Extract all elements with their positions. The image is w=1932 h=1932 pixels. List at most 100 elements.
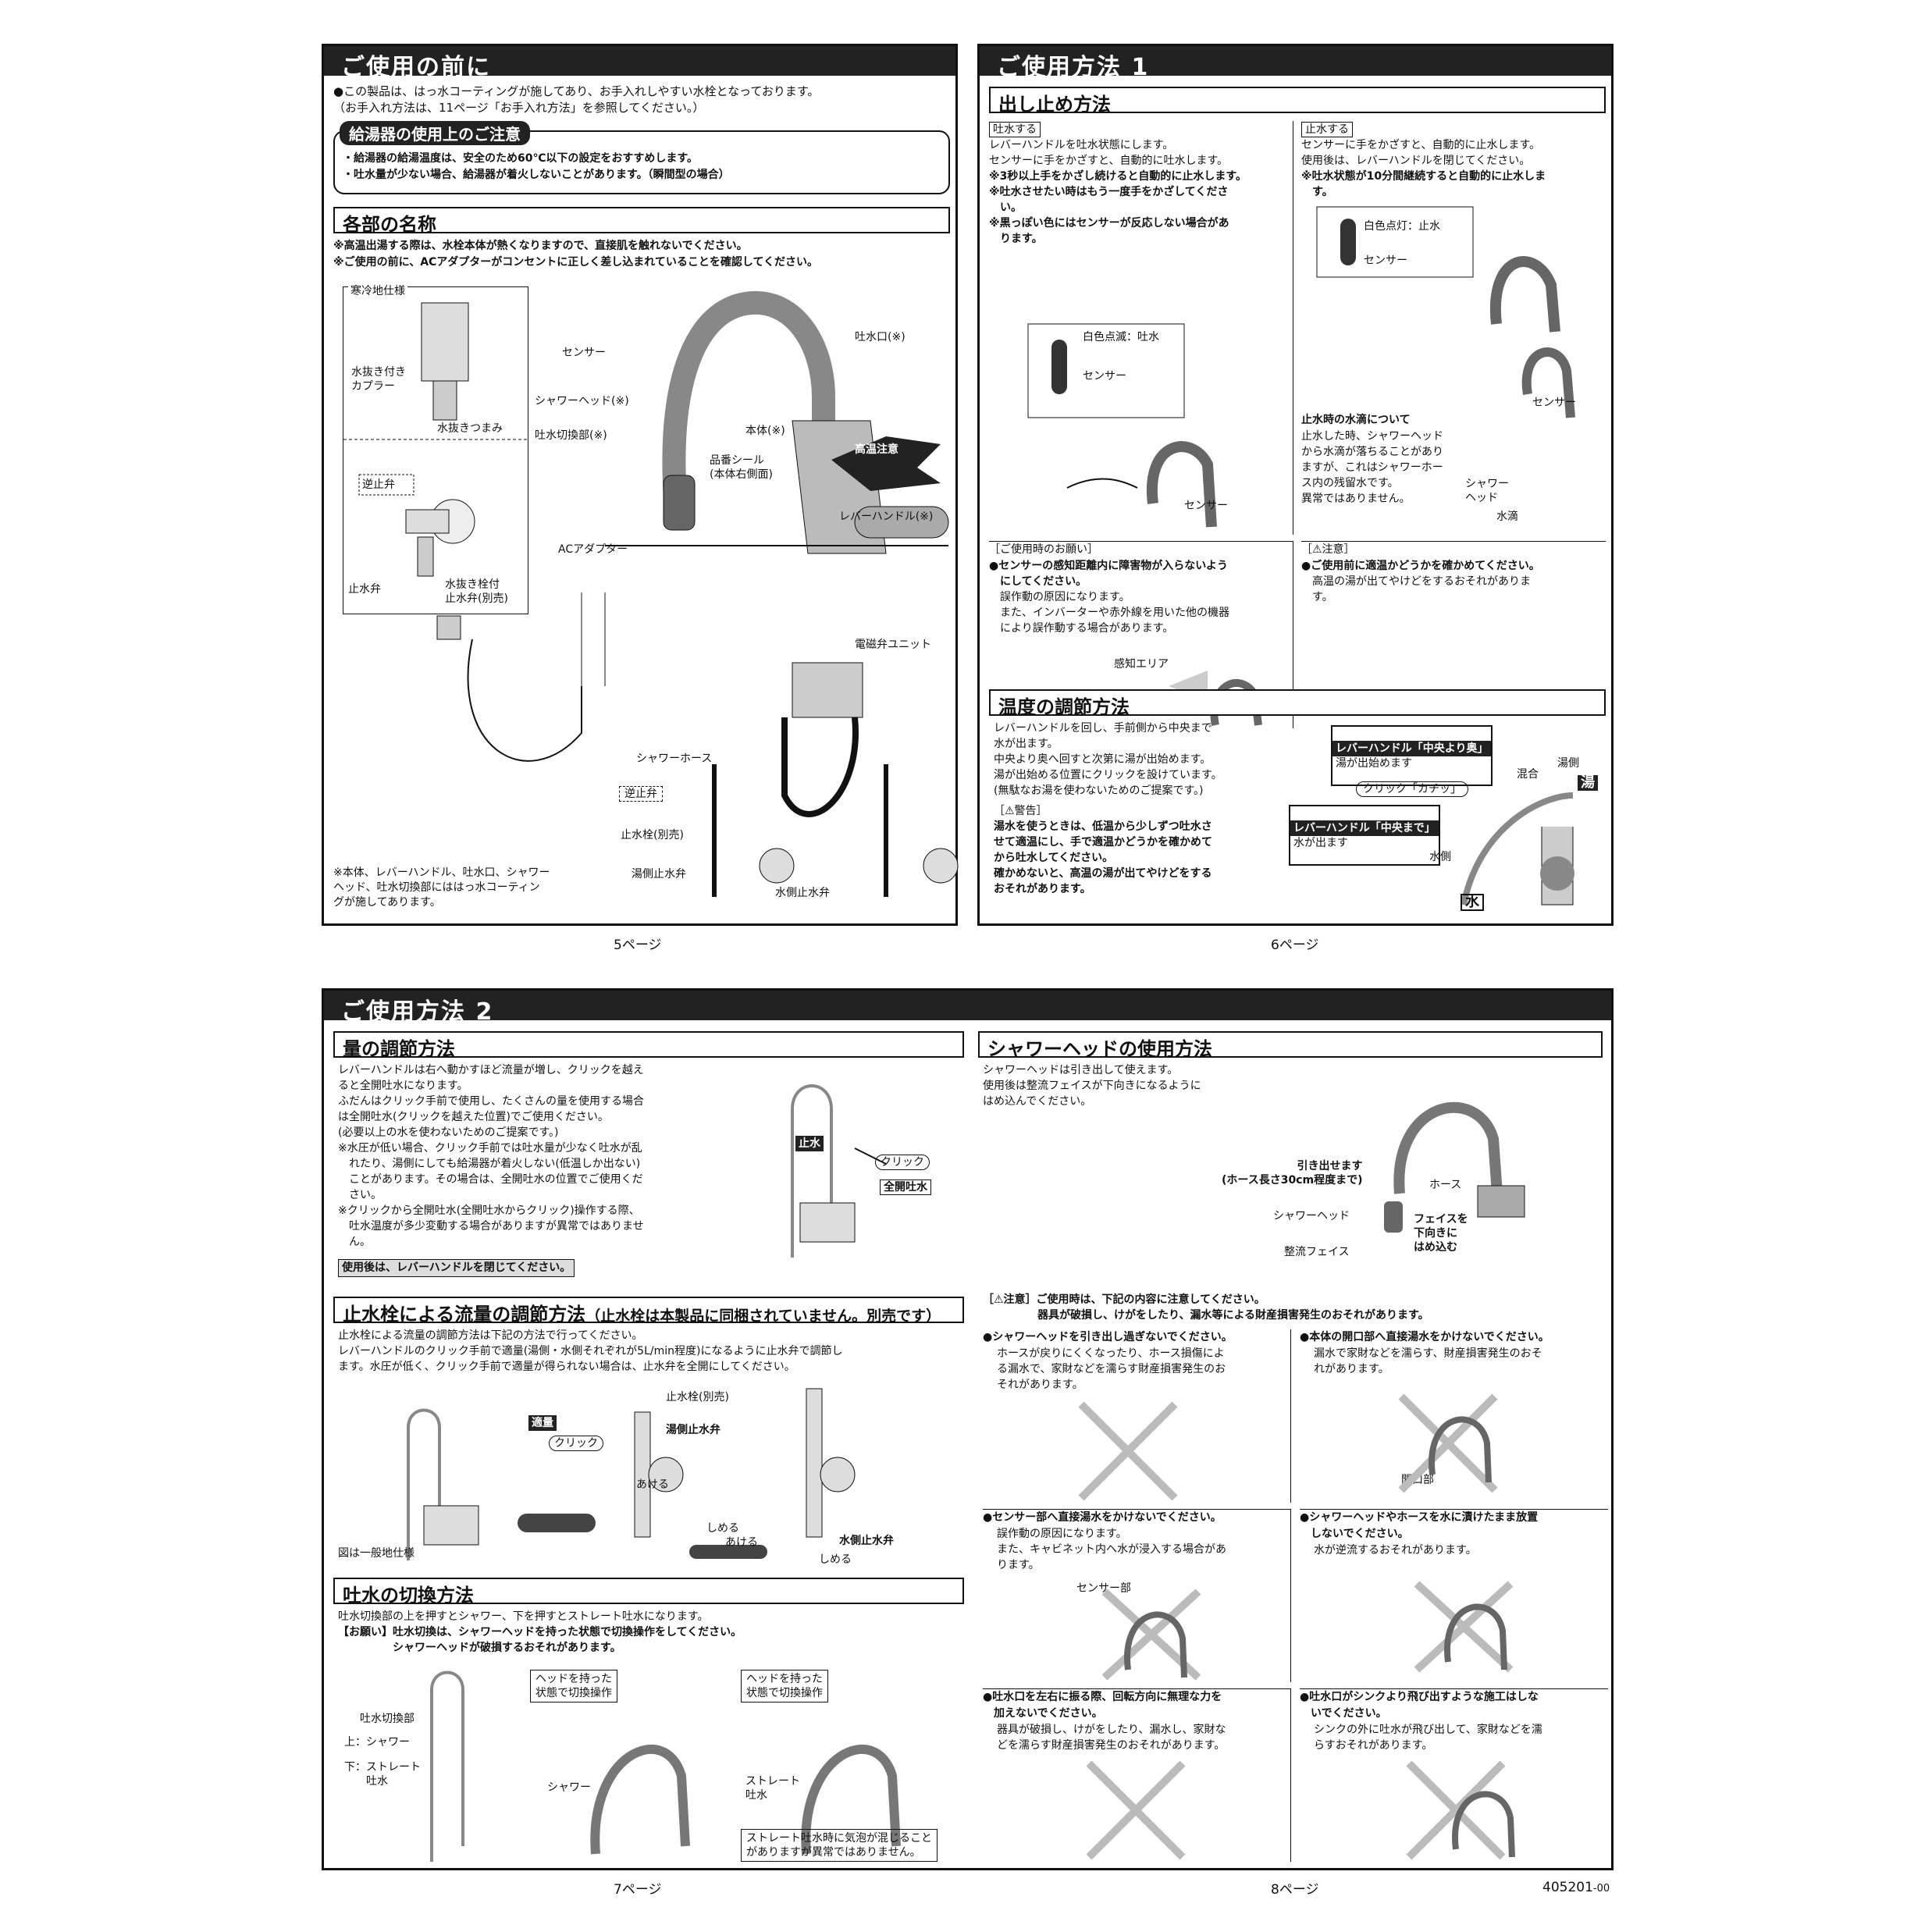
switch-title: 吐水の切換方法 <box>333 1578 964 1604</box>
drip-text: 止水した時、シャワーヘッド から水滴が落ちることがあり ますが、これはシャワーホ… <box>1301 430 1443 505</box>
stop-tag: 止水する <box>1301 122 1353 137</box>
caution-drawings <box>1078 1393 1515 1860</box>
caution-6-bold: ●吐水口がシンクより飛び出すような施工はしな いでください。 <box>1300 1691 1539 1720</box>
drain-stop-valve-label: 水抜き栓付 止水弁(別売) <box>445 578 508 605</box>
switch-text: 吐水切換部の上を押すとシャワー、下を押すとストレート吐水になります。 <box>338 1610 709 1623</box>
stopcock-label: 止水栓(別売) <box>621 829 684 841</box>
page6-panel: ご使用方法 1 出し止め方法 吐水する レバーハンドルを吐水状態にします。 セン… <box>977 44 1614 926</box>
cold-valve-label: 水側止水弁 <box>775 887 830 899</box>
caution-item-3: ●センサー部へ直接湯水をかけないでください。 誤作動の原因になります。 また、キ… <box>983 1509 1291 1682</box>
check-valve-label: 逆止弁 <box>362 479 395 491</box>
sensor-label: センサー <box>562 347 606 359</box>
back-box: レバーハンドル「中央より奥」 湯が出始めます <box>1331 725 1493 786</box>
caution-box: ［⚠注意］ ●ご使用前に適温かどうかを確かめてください。 高温の湯が出てやけどを… <box>1301 541 1606 728</box>
stop-label: 止水 <box>795 1136 824 1151</box>
caution-5-bold: ●吐水口を左右に振る際、回転方向に無理な力を 加えないでください。 <box>983 1691 1222 1720</box>
body-label: 本体(※) <box>745 425 785 437</box>
fit-label: フェイスを 下向きに はめ込む <box>1414 1213 1468 1254</box>
shower-mode-label: シャワー <box>547 1781 591 1794</box>
seal-label: 品番シール (本体右側面) <box>710 454 773 481</box>
switch-drawing <box>430 1670 901 1862</box>
hot-caution-label: 高温注意 <box>855 443 898 456</box>
caution-6-text: シンクの外に吐水が飛び出して、家財などを濡 らすおそれがあります。 <box>1314 1724 1542 1752</box>
onoff-title: 出し止め方法 <box>989 87 1606 113</box>
sensor-label-b: センサー <box>1184 500 1228 512</box>
drip-drop-label: 水滴 <box>1496 511 1518 523</box>
hot-label: 湯 <box>1578 775 1598 791</box>
back-box-sub: 湯が出始めます <box>1336 757 1412 770</box>
doc-code: 405201-00 <box>1542 1880 1610 1895</box>
dispense-column: 吐水する レバーハンドルを吐水状態にします。 センサーに手をかざすと、自動的に吐… <box>989 121 1293 535</box>
drip-head-label: シャワー ヘッド <box>1465 478 1509 504</box>
request-box: ［ご使用時のお願い］ ●センサーの感知距離内に障害物が入らないよう にしてくださ… <box>989 541 1293 728</box>
caution-3-text: 誤作動の原因になります。 また、キャビネット内へ水が浸入する場合があ ります。 <box>997 1528 1226 1571</box>
dispense-drawing <box>1027 323 1217 528</box>
lever-label: レバーハンドル(※) <box>839 511 934 523</box>
shower-head-text: シャワーヘッドは引き出して使えます。 使用後は整流フェイスが下向きになるように … <box>983 1064 1201 1108</box>
cold-label: 寒冷地仕様 <box>348 284 407 298</box>
sensor-label-d: センサー <box>1532 397 1576 409</box>
coating-note: ※本体、レバーハンドル、吐水口、シャワー ヘッド、吐水切換部にははっ水コーティン… <box>333 866 550 909</box>
caution-2-bold: ●本体の開口部へ直接湯水をかけないでください。 <box>1300 1331 1550 1343</box>
lit-label: 白色点灯：止水 <box>1364 220 1440 233</box>
caution-item-1: ●シャワーヘッドを引き出し過ぎないでください。 ホースが戻りにくくなったり、ホー… <box>983 1329 1291 1503</box>
page6-header: ご使用方法 1 <box>980 46 1611 76</box>
switch-down-label: 下：ストレート 吐水 <box>344 1761 421 1788</box>
hot-valve-label: 湯側止水弁 <box>632 868 686 881</box>
sensor-label-a: センサー <box>1083 370 1126 382</box>
page5-header: ご使用の前に <box>324 46 955 76</box>
temp-text: レバーハンドルを回し、手前側から中央まで 水が出ます。 中央より奥へ回すと次第に… <box>994 722 1222 797</box>
coupler-drawing <box>343 302 529 577</box>
faucet-system-drawing <box>436 290 959 897</box>
dispense-bold: ※3秒以上手をかざし続けると自動的に止水します。 ※吐水させたい時はもう一度手を… <box>989 170 1247 245</box>
caution-item-6: ●吐水口がシンクより飛び出すような施工はしな いでください。 シンクの外に吐水が… <box>1300 1688 1608 1862</box>
parts-title: 各部の名称 <box>333 207 950 233</box>
volume-after: 使用後は、レバーハンドルを閉じてください。 <box>338 1259 575 1277</box>
cold-region-figure: 寒冷地仕様 水抜き付き カプラー 水抜きつまみ 逆止弁 止水弁 水抜き栓付 止水… <box>343 284 529 614</box>
pull-label: 引き出せます (ホース長さ30cm程度まで) <box>1222 1160 1363 1187</box>
flow-stopcock-label: 止水栓(別売) <box>666 1391 729 1404</box>
flow-drawing <box>407 1388 856 1560</box>
caution-item-2: ●本体の開口部へ直接湯水をかけないでください。 漏水で家財などを濡らす、財産損害… <box>1300 1329 1608 1503</box>
open1-label: あける <box>636 1478 669 1491</box>
page7-number: 7ページ <box>614 1882 662 1898</box>
heater-box: 給湯器の使用上のご注意 ・給湯器の給湯温度は、安全のため60℃以下の設定をおすす… <box>333 121 950 194</box>
close1-label: しめる <box>706 1522 739 1535</box>
heater-title: 給湯器の使用上のご注意 <box>340 121 530 145</box>
flow-title: 止水栓による流量の調節方法（止水栓は本製品に同梱されていません。別売です） <box>333 1297 964 1323</box>
caution-1-text: ホースが戻りにくくなったり、ホース損傷によ る漏水で、家財などを濡らす財産損害発… <box>997 1347 1226 1391</box>
stop-bold: ※吐水状態が10分間継続すると自動的に止水しま す。 <box>1301 170 1546 198</box>
full-label: 全開吐水 <box>880 1179 931 1195</box>
blink-label: 白色点滅：吐水 <box>1083 331 1159 343</box>
flow-cold-valve-label: 水側止水弁 <box>839 1535 894 1547</box>
hose-label: ホース <box>1429 1179 1462 1191</box>
page8-number: 8ページ <box>1271 1882 1319 1898</box>
caution-bold: ●ご使用前に適温かどうかを確かめてください。 <box>1301 560 1540 572</box>
caution-1-bold: ●シャワーヘッドを引き出し過ぎないでください。 <box>983 1331 1233 1343</box>
bubble-note: ストレート吐水時に気泡が混じること がありますが異常ではありません。 <box>741 1829 938 1862</box>
flow-text: 止水栓による流量の調節方法は下記の方法で行ってください。 レバーハンドルのクリッ… <box>338 1329 843 1373</box>
mix-label: 混合 <box>1517 768 1539 781</box>
proper-label: 適量 <box>528 1415 557 1431</box>
check-valve2-label: 逆止弁 <box>619 786 663 802</box>
caution-title: ［⚠注意］ <box>1301 543 1355 556</box>
click2-label: クリック <box>549 1436 603 1451</box>
volume-title: 量の調節方法 <box>333 1031 964 1058</box>
flow-hot-valve-label: 湯側止水弁 <box>666 1424 720 1436</box>
caution-2-text: 漏水で家財などを濡らす、財産損害発生のおそ れがあります。 <box>1314 1347 1542 1375</box>
head-label: シャワーヘッド <box>1273 1210 1350 1222</box>
caution-text: 高温の湯が出てやけどをするおそれがありま す。 <box>1311 575 1531 603</box>
stop-column: 止水する センサーに手をかざすと、自動的に止水します。 使用後は、レバーハンドル… <box>1301 121 1606 535</box>
switch-part-label: 吐水切換部 <box>360 1713 415 1725</box>
stop-drawing <box>1316 206 1575 418</box>
intro-text: ●この製品は、はっ水コーティングが施してあり、お手入れしやすい水栓となっておりま… <box>333 84 820 115</box>
page78-panel: ご使用方法 2 量の調節方法 レバーハンドルは右へ動かすほど流量が増し、クリック… <box>322 988 1614 1870</box>
warn-title: ［⚠警告］ <box>994 805 1048 817</box>
back-box-title: レバーハンドル「中央より奥」 <box>1332 741 1492 756</box>
click-label: クリック <box>875 1155 930 1170</box>
page7-header: ご使用方法 2 <box>324 991 1611 1020</box>
flow-title-sub: （止水栓は本製品に同梱されていません。別売です） <box>585 1308 941 1323</box>
face-label: 整流フェイス <box>1284 1246 1350 1258</box>
caution-4-bold: ●シャワーヘッドやホースを水に漬けたまま放置 しないでください。 <box>1300 1511 1539 1540</box>
request-title: ［ご使用時のお願い］ <box>989 543 1098 556</box>
